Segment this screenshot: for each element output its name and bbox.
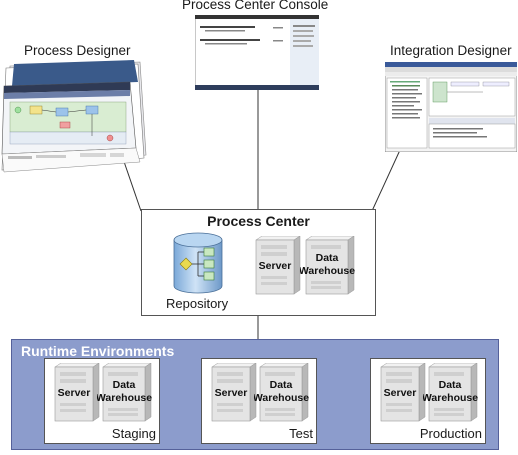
process-designer-label: Process Designer (24, 43, 131, 58)
process-center-console-label: Process Center Console (182, 0, 329, 12)
server-label: Server (259, 260, 292, 272)
process-designer-screenshot (1, 60, 147, 173)
environment-label: Test (289, 426, 313, 441)
data-warehouse-icon: Data Warehouse (254, 363, 309, 422)
environment-label: Production (419, 426, 482, 441)
server-icon: Server (380, 363, 426, 422)
server-label: Server (215, 387, 248, 399)
runtime-environments-panel: Runtime Environments Server Data Warehou… (11, 339, 499, 450)
environment-label: Staging (111, 426, 156, 441)
data-warehouse-icon: Data Warehouse (423, 363, 478, 422)
server-icon: Server (211, 363, 257, 422)
data-warehouse-label-line1: Data (439, 379, 462, 391)
data-warehouse-label-line1: Data (270, 379, 293, 391)
data-warehouse-label-line1: Data (113, 379, 136, 391)
repository-label: Repository (166, 296, 229, 311)
data-warehouse-label-line2: Warehouse (254, 392, 309, 404)
data-warehouse-label-line2: Warehouse (97, 392, 152, 404)
data-warehouse-icon: Data Warehouse (97, 363, 152, 422)
runtime-environments-title: Runtime Environments (21, 343, 175, 359)
process-center-title: Process Center (207, 213, 310, 229)
data-warehouse-icon: Data Warehouse (300, 236, 355, 295)
environment-test: Server Data Warehouse Test (201, 358, 317, 444)
environment-production: Server Data Warehouse Production (370, 358, 486, 444)
process-center-console-screenshot (195, 15, 319, 90)
server-icon: Server (255, 236, 301, 295)
server-label: Server (384, 387, 417, 399)
data-warehouse-label-line2: Warehouse (423, 392, 478, 404)
data-warehouse-label-line2: Warehouse (300, 265, 355, 277)
integration-designer-screenshot (385, 62, 517, 152)
data-warehouse-label-line1: Data (316, 252, 339, 264)
server-icon: Server (54, 363, 100, 422)
process-center-box: Process Center Repository Server (141, 209, 376, 316)
repository-icon (173, 232, 223, 294)
environment-staging: Server Data Warehouse Staging (44, 358, 160, 444)
server-label: Server (58, 387, 91, 399)
integration-designer-label: Integration Designer (390, 43, 512, 58)
